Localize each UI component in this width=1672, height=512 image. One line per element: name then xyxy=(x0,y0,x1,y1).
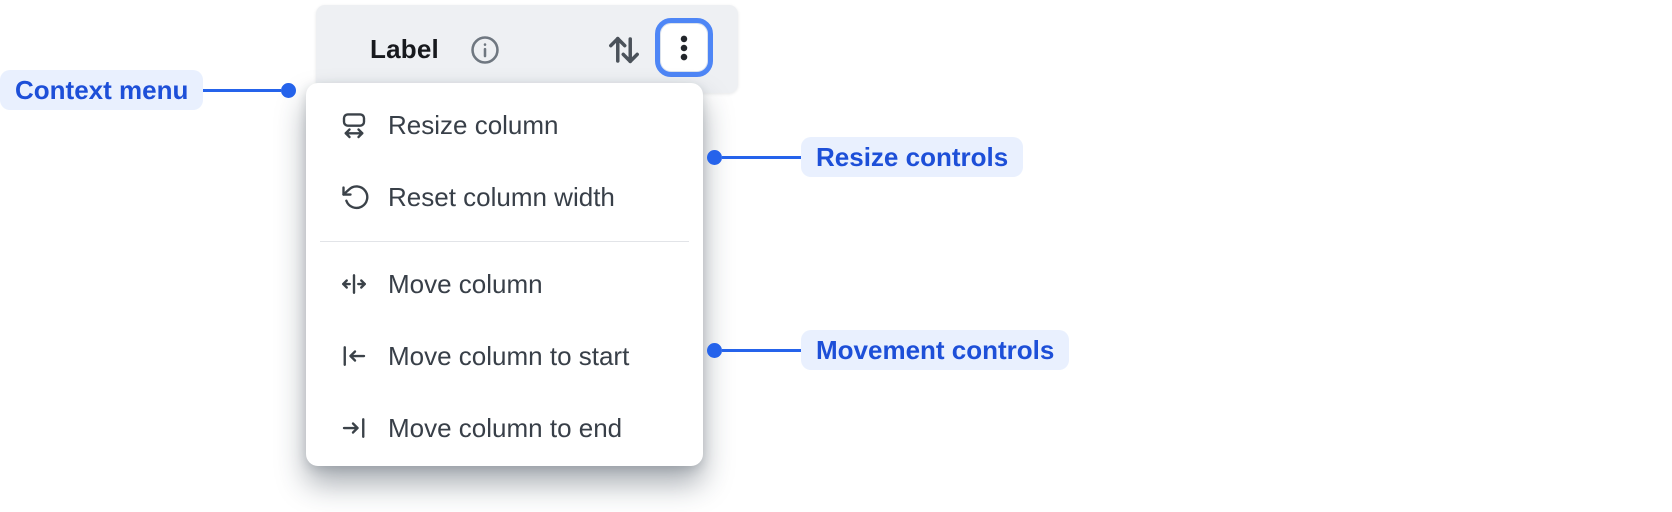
column-menu-button[interactable] xyxy=(655,18,713,77)
menu-item-label: Move column to start xyxy=(388,340,630,371)
move-column-to-start-icon xyxy=(339,341,369,371)
info-icon[interactable] xyxy=(468,33,502,67)
annotation-pill: Movement controls xyxy=(801,330,1070,370)
annotation-connector-line xyxy=(203,88,281,92)
menu-item-label: Resize column xyxy=(388,109,559,140)
column-header-label: Label xyxy=(370,33,439,64)
move-column-icon xyxy=(339,269,369,299)
resize-column-icon xyxy=(339,110,369,140)
annotation-connector-line xyxy=(722,348,801,352)
kebab-menu-icon xyxy=(680,35,688,60)
annotation-dot xyxy=(707,342,722,358)
menu-item-move-column[interactable]: Move column xyxy=(306,248,703,320)
move-column-to-end-icon xyxy=(339,413,369,443)
annotation-connector-line xyxy=(722,155,801,159)
sort-arrows-icon[interactable] xyxy=(602,28,646,72)
column-header: Label xyxy=(316,5,738,93)
menu-item-resize-column[interactable]: Resize column xyxy=(306,89,703,161)
annotation-pill: Context menu xyxy=(0,70,204,110)
menu-item-label: Reset column width xyxy=(388,181,615,212)
menu-item-move-column-to-end[interactable]: Move column to end xyxy=(306,392,703,464)
annotation-pill: Resize controls xyxy=(801,137,1024,177)
menu-item-label: Move column xyxy=(388,268,543,299)
annotation-dot xyxy=(281,82,296,98)
annotation-movement-controls: Movement controls xyxy=(707,330,1070,370)
menu-item-reset-column-width[interactable]: Reset column width xyxy=(306,161,703,233)
annotation-context-menu: Context menu xyxy=(0,70,296,110)
menu-item-move-column-to-start[interactable]: Move column to start xyxy=(306,320,703,392)
menu-item-label: Move column to end xyxy=(388,412,623,443)
reset-column-width-icon xyxy=(339,182,369,212)
annotation-resize-controls: Resize controls xyxy=(707,137,1024,177)
annotation-dot xyxy=(707,149,722,165)
menu-divider xyxy=(320,241,689,242)
column-context-menu: Resize column Reset column width xyxy=(306,83,703,466)
